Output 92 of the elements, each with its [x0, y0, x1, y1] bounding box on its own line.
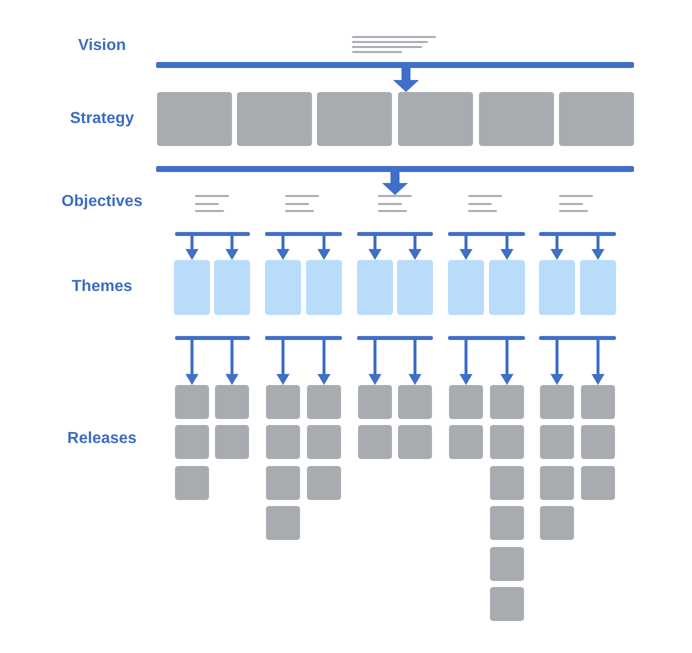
release-block: [490, 506, 524, 540]
release-block: [449, 385, 483, 419]
release-block: [266, 385, 300, 419]
theme-block: [357, 260, 393, 315]
arrow: [276, 236, 290, 260]
strategy-block: [559, 92, 634, 146]
release-block: [581, 425, 615, 460]
release-block: [490, 587, 524, 621]
arrow: [592, 340, 604, 385]
release-block: [581, 466, 615, 500]
release-block: [266, 506, 300, 540]
branch-bar: [156, 62, 634, 68]
release-block: [307, 385, 341, 419]
arrow: [592, 236, 604, 260]
branch-bar: [448, 336, 525, 340]
theme-block: [489, 260, 525, 315]
row-label: Themes: [70, 277, 134, 297]
release-block: [175, 385, 209, 419]
release-block: [307, 466, 341, 500]
text-lines-icon: [559, 195, 593, 212]
release-block: [540, 425, 574, 460]
release-block: [358, 385, 392, 419]
strategy-block: [317, 92, 392, 146]
arrow: [186, 236, 198, 260]
theme-block: [174, 260, 210, 315]
release-block: [581, 385, 615, 419]
text-lines-icon: [285, 195, 319, 212]
arrow: [226, 340, 238, 385]
release-block: [490, 385, 524, 419]
branch-bar: [175, 232, 250, 236]
theme-block: [214, 260, 250, 315]
arrow: [460, 340, 472, 385]
branch-bar: [357, 232, 433, 236]
release-block: [449, 425, 483, 460]
row-label: Releases: [66, 429, 138, 449]
branch-bar: [265, 232, 342, 236]
release-block: [266, 425, 300, 460]
arrow: [368, 340, 382, 385]
strategy-block: [157, 92, 232, 146]
release-block: [215, 385, 249, 419]
release-block: [307, 425, 341, 460]
arrow: [500, 236, 514, 260]
row-label: Vision: [77, 36, 127, 56]
arrow: [408, 236, 422, 260]
branch-bar: [265, 336, 342, 340]
theme-block: [306, 260, 342, 315]
branch-bar: [156, 166, 634, 172]
arrow: [500, 340, 514, 385]
branch-bar: [357, 336, 433, 340]
release-block: [540, 466, 574, 500]
arrow: [318, 236, 330, 260]
theme-block: [539, 260, 575, 315]
text-lines-icon: [378, 195, 412, 212]
release-block: [175, 425, 209, 460]
strategy-block: [398, 92, 473, 146]
release-block: [398, 425, 432, 460]
release-block: [540, 385, 574, 419]
arrow: [368, 236, 382, 260]
arrow: [276, 340, 290, 385]
arrow: [318, 340, 330, 385]
arrow: [460, 236, 472, 260]
release-block: [215, 425, 249, 460]
arrow: [408, 340, 422, 385]
theme-block: [580, 260, 616, 315]
strategy-block: [479, 92, 554, 146]
branch-bar: [539, 336, 616, 340]
release-block: [490, 546, 524, 581]
strategy-block: [237, 92, 312, 146]
release-block: [490, 466, 524, 500]
arrow: [226, 236, 238, 260]
arrow: [382, 172, 408, 195]
arrow: [186, 340, 198, 385]
release-block: [398, 385, 432, 419]
release-block: [540, 506, 574, 540]
row-label: Objectives: [60, 192, 144, 212]
text-lines-icon: [352, 36, 437, 53]
branch-bar: [448, 232, 525, 236]
theme-block: [448, 260, 484, 315]
release-block: [490, 425, 524, 460]
theme-block: [265, 260, 301, 315]
theme-block: [397, 260, 433, 315]
text-lines-icon: [195, 195, 229, 212]
arrow: [550, 340, 564, 385]
release-block: [358, 425, 392, 460]
row-label: Strategy: [68, 109, 136, 129]
branch-bar: [175, 336, 250, 340]
branch-bar: [539, 232, 616, 236]
text-lines-icon: [468, 195, 502, 212]
arrow: [393, 68, 419, 92]
arrow: [550, 236, 564, 260]
release-block: [175, 466, 209, 500]
release-block: [266, 466, 300, 500]
